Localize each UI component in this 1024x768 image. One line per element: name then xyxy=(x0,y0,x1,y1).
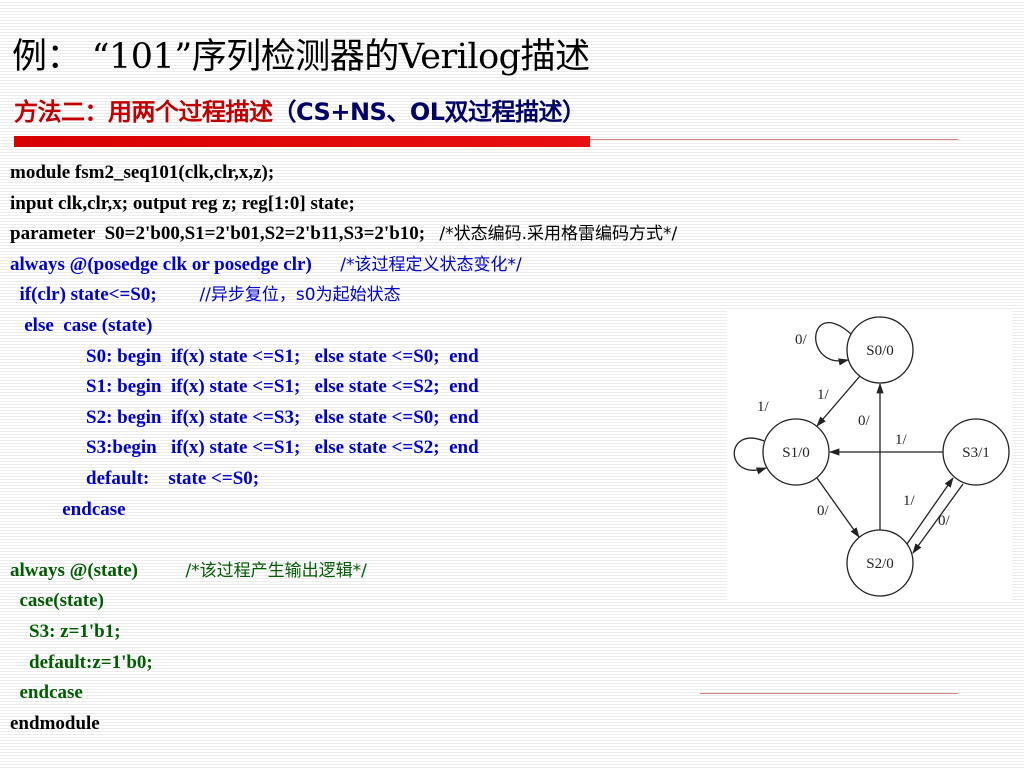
code-line: endcase xyxy=(10,678,677,709)
code-comment: /*状态编码.采用格雷编码方式*/ xyxy=(439,224,678,245)
code-text: endcase xyxy=(10,498,126,520)
code-line: S3:begin if(x) state <=S1; else state <=… xyxy=(10,433,677,464)
code-text: else case (state) xyxy=(10,314,153,336)
edge-s1-self xyxy=(733,437,767,475)
state-diagram-svg: S0/0 S1/0 S2/0 S3/1 0/ 1/ 1/ 0/ 1/ 0/ 1/… xyxy=(733,316,1010,597)
code-text: default:z=1'b0; xyxy=(10,651,153,673)
code-text: endmodule xyxy=(10,712,100,734)
title-underline-bar xyxy=(14,136,590,147)
code-line xyxy=(10,525,677,556)
code-line: always @(posedge clk or posedge clr) /*该… xyxy=(10,250,677,281)
code-line: default: state <=S0; xyxy=(10,464,677,495)
label-s3-s1: 1/ xyxy=(895,432,908,448)
label-s2-s3: 1/ xyxy=(903,493,916,509)
subtitle-method: 方法二：用两个过程描述 xyxy=(14,98,273,126)
code-line: module fsm2_seq101(clk,clr,x,z); xyxy=(10,158,677,189)
edge-s0-s1 xyxy=(816,375,861,427)
label-s2-s0: 0/ xyxy=(858,413,871,429)
code-text: input clk,clr,x; output reg z; reg[1:0] … xyxy=(10,192,355,214)
code-line: S0: begin if(x) state <=S1; else state <… xyxy=(10,342,677,373)
code-comment: //异步复位，s0为起始状态 xyxy=(199,285,401,306)
code-text: if(clr) state<=S0; xyxy=(10,284,200,306)
state-diagram: S0/0 S1/0 S2/0 S3/1 0/ 1/ 1/ 0/ 1/ 0/ 1/… xyxy=(727,310,1012,602)
label-s0-self: 0/ xyxy=(795,332,808,348)
code-line: S3: z=1'b1; xyxy=(10,617,677,648)
label-s1-self: 1/ xyxy=(757,399,770,415)
code-text: S3: z=1'b1; xyxy=(10,620,121,642)
state-s1-label: S1/0 xyxy=(782,445,810,461)
code-text: module fsm2_seq101(clk,clr,x,z); xyxy=(10,162,275,183)
code-text: parameter S0=2'b00,S1=2'b01,S2=2'b11,S3=… xyxy=(10,223,440,245)
state-s3-label: S3/1 xyxy=(962,445,990,461)
code-line: S2: begin if(x) state <=S3; else state <… xyxy=(10,403,677,434)
code-text: S1: begin if(x) state <=S1; else state <… xyxy=(10,376,479,398)
verilog-code-block: module fsm2_seq101(clk,clr,x,z);input cl… xyxy=(10,158,677,739)
subtitle-description: （CS+NS、OL双过程描述） xyxy=(272,98,587,126)
edge-s3-s2 xyxy=(912,483,964,554)
code-line: S1: begin if(x) state <=S1; else state <… xyxy=(10,372,677,403)
label-s0-s1: 1/ xyxy=(817,387,830,403)
bottom-divider xyxy=(700,693,958,694)
code-text xyxy=(10,529,15,550)
code-comment: /*该过程产生输出逻辑*/ xyxy=(185,560,367,581)
edge-s0-self xyxy=(815,322,852,366)
title-underline-thin xyxy=(590,139,958,140)
code-line: always @(state) /*该过程产生输出逻辑*/ xyxy=(10,556,677,587)
code-text: always @(state) xyxy=(10,559,186,581)
edge-s2-s3 xyxy=(906,477,954,545)
code-line: if(clr) state<=S0; //异步复位，s0为起始状态 xyxy=(10,280,677,311)
code-text: S3:begin if(x) state <=S1; else state <=… xyxy=(10,437,479,459)
state-s2-label: S2/0 xyxy=(866,556,894,572)
label-s3-s2: 0/ xyxy=(938,513,951,529)
slide-subtitle: 方法二：用两个过程描述（CS+NS、OL双过程描述） xyxy=(14,92,586,127)
code-text: S0: begin if(x) state <=S1; else state <… xyxy=(10,345,479,367)
state-s0-label: S0/0 xyxy=(866,343,894,359)
code-text: default: state <=S0; xyxy=(10,467,260,489)
code-text: case(state) xyxy=(10,590,104,612)
code-line: case(state) xyxy=(10,586,677,617)
code-line: else case (state) xyxy=(10,311,677,342)
edge-s1-s2 xyxy=(816,477,860,538)
code-line: parameter S0=2'b00,S1=2'b01,S2=2'b11,S3=… xyxy=(10,219,677,250)
code-comment: /*该过程定义状态变化*/ xyxy=(340,254,522,275)
code-line: default:z=1'b0; xyxy=(10,648,677,679)
code-text: endcase xyxy=(10,682,83,704)
label-s1-s2: 0/ xyxy=(817,503,830,519)
code-text: always @(posedge clk or posedge clr) xyxy=(10,253,341,275)
code-line: endmodule xyxy=(10,709,677,740)
slide-title: 例： “101”序列检测器的Verilog描述 xyxy=(12,37,590,77)
code-line: endcase xyxy=(10,495,677,526)
code-text: S2: begin if(x) state <=S3; else state <… xyxy=(10,406,479,428)
code-line: input clk,clr,x; output reg z; reg[1:0] … xyxy=(10,189,677,220)
